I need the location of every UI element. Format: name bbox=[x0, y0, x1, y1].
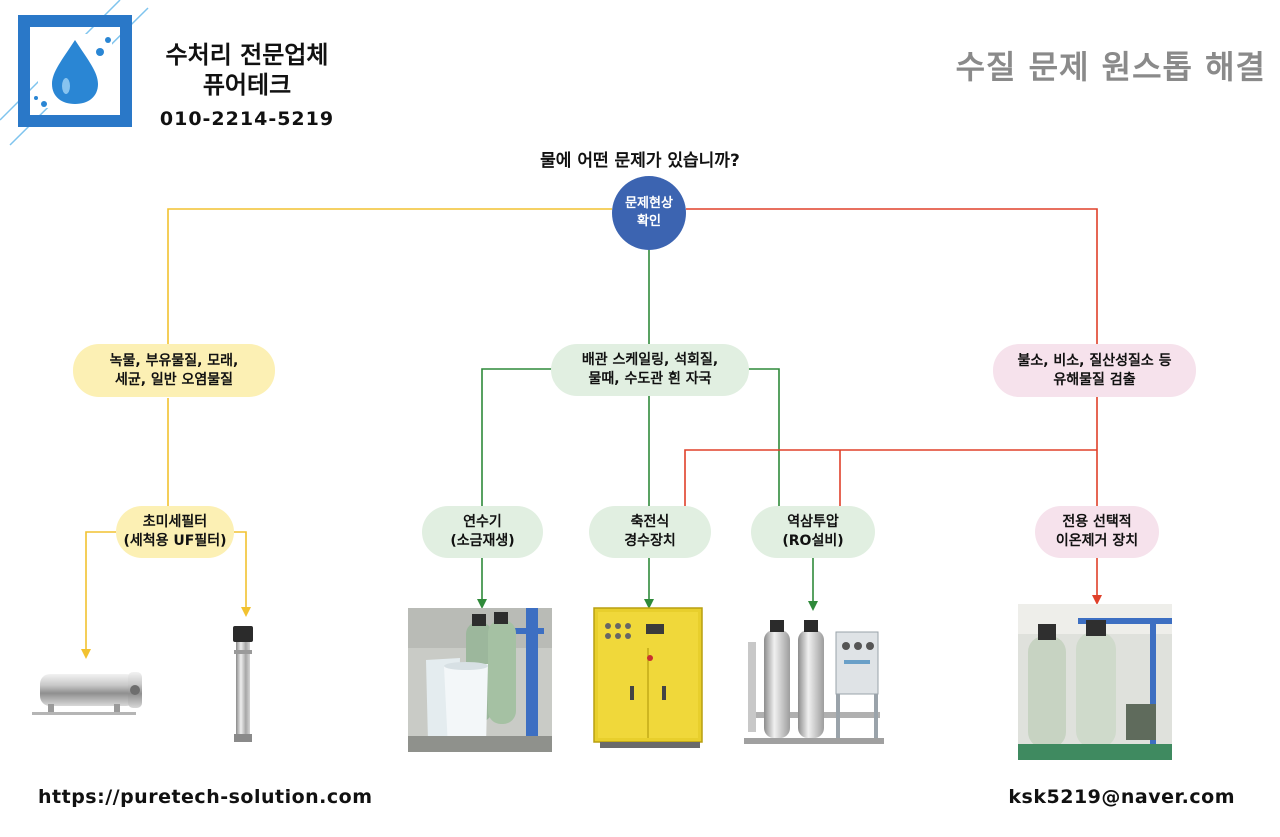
ion-removal-equipment-image bbox=[1018, 604, 1172, 760]
diagram-question: 물에 어떤 문제가 있습니까? bbox=[540, 151, 740, 171]
uf-filter-housing-image bbox=[32, 672, 142, 715]
problem-hazardous-label: 불소, 비소, 질산성질소 등 유해물질 검출 bbox=[1017, 352, 1172, 388]
center-node-check-problem: 문제현상 확인 bbox=[612, 176, 686, 250]
problem-turbidity: 녹물, 부유물질, 모래, 세균, 일반 오염물질 bbox=[73, 344, 275, 397]
company-tagline: 수처리 전문업체 bbox=[165, 41, 329, 69]
reverse-osmosis-image bbox=[744, 620, 884, 744]
yellow-connector bbox=[85, 208, 612, 650]
problem-scale: 배관 스케일링, 석회질, 물때, 수도관 흰 자국 bbox=[551, 344, 749, 396]
solution-capacitive: 축전식 경수장치 bbox=[589, 506, 711, 558]
capacitive-deionization-image bbox=[593, 607, 703, 748]
arrow-softener bbox=[477, 599, 487, 609]
solution-uf-filter-label: 초미세필터 (세척용 UF필터) bbox=[123, 514, 227, 549]
water-softener-image bbox=[408, 608, 552, 752]
solution-ro: 역삼투압 (RO설비) bbox=[751, 506, 875, 558]
problem-hazardous: 불소, 비소, 질산성질소 등 유해물질 검출 bbox=[993, 344, 1196, 397]
arrow-capacitive bbox=[644, 599, 654, 609]
company-name: 퓨어테크 bbox=[202, 71, 292, 99]
problem-turbidity-label: 녹물, 부유물질, 모래, 세균, 일반 오염물질 bbox=[109, 352, 239, 388]
company-logo bbox=[0, 0, 149, 146]
arrow-ion-removal bbox=[1092, 595, 1102, 605]
headline: 수질 문제 원스톱 해결 bbox=[955, 48, 1266, 86]
arrow-uf-1 bbox=[81, 649, 91, 659]
solution-ion-removal: 전용 선택적 이온제거 장치 bbox=[1035, 506, 1159, 558]
website-link[interactable]: https://puretech-solution.com bbox=[38, 786, 373, 808]
solution-ro-label: 역삼투압 (RO설비) bbox=[782, 514, 844, 549]
problem-scale-label: 배관 스케일링, 석회질, 물때, 수도관 흰 자국 bbox=[581, 352, 719, 387]
company-phone: 010-2214-5219 bbox=[159, 108, 335, 130]
red-connector bbox=[684, 208, 1098, 596]
solution-softener: 연수기 (소금재생) bbox=[422, 506, 543, 558]
email-link[interactable]: ksk5219@naver.com bbox=[1008, 786, 1235, 808]
solution-uf-filter: 초미세필터 (세척용 UF필터) bbox=[116, 506, 234, 558]
arrow-ro bbox=[808, 601, 818, 611]
solution-ion-removal-label: 전용 선택적 이온제거 장치 bbox=[1055, 514, 1139, 549]
company-info: 수처리 전문업체 퓨어테크 010-2214-5219 bbox=[152, 40, 342, 134]
water-drop-logo-icon bbox=[52, 40, 98, 104]
vertical-filter-image bbox=[233, 626, 253, 742]
arrow-uf-2 bbox=[241, 607, 251, 617]
solution-softener-label: 연수기 (소금재생) bbox=[450, 514, 515, 549]
solution-capacitive-label: 축전식 경수장치 bbox=[624, 514, 676, 549]
